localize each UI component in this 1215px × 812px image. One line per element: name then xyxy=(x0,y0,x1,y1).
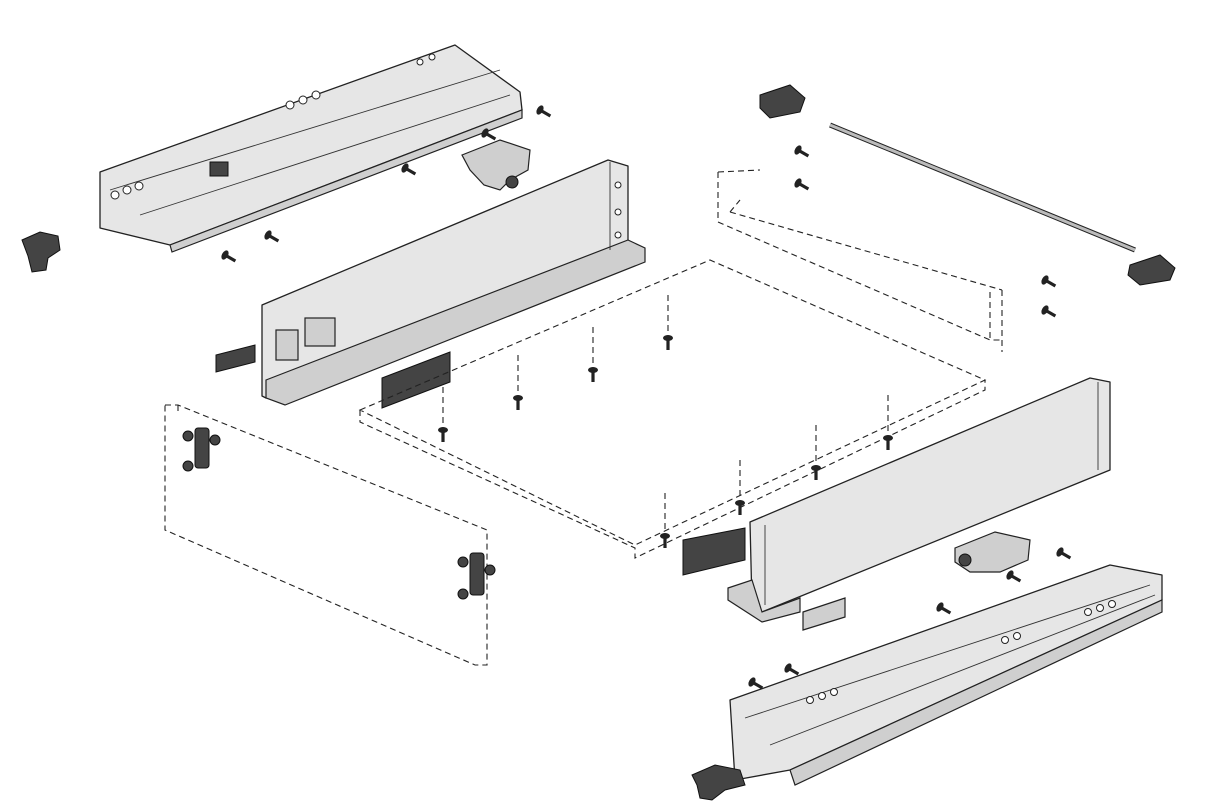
screw-icon xyxy=(401,163,417,176)
screw-icon xyxy=(811,465,821,480)
left-slide-rail xyxy=(99,44,523,253)
screw-icon xyxy=(1041,275,1057,288)
left-side-cover-cap xyxy=(215,344,256,373)
screw-icon xyxy=(748,677,764,690)
screw-icon xyxy=(1006,570,1022,583)
left-side-logo-plate xyxy=(381,351,451,409)
left-locking-device xyxy=(461,139,531,191)
right-side-logo-plate xyxy=(802,597,846,631)
right-slide-rail xyxy=(729,564,1163,786)
screw-icon xyxy=(536,105,552,118)
screw-icon xyxy=(784,663,800,676)
screw-icon xyxy=(481,128,497,141)
right-side-cover-cap xyxy=(682,527,746,576)
screw-icon xyxy=(588,367,598,382)
screw-icon xyxy=(794,145,810,158)
right-locking-device xyxy=(954,531,1031,573)
stabilizer-rod xyxy=(759,84,1176,286)
screw-icon xyxy=(513,395,523,410)
left-drawer-side xyxy=(261,159,646,406)
screw-icon xyxy=(660,533,670,548)
screw-icon xyxy=(264,230,280,243)
left-rail-end-clip xyxy=(21,231,61,273)
screw-icon xyxy=(794,178,810,191)
screw-icon xyxy=(883,435,893,450)
screw-icon xyxy=(1041,305,1057,318)
screws xyxy=(221,105,1072,690)
right-rail-end-clip xyxy=(691,764,746,801)
front-fixing-brackets xyxy=(182,427,496,600)
drawer-bottom-outline xyxy=(358,259,987,559)
screw-icon xyxy=(735,500,745,515)
screw-icon xyxy=(1056,547,1072,560)
screw-icon xyxy=(438,427,448,442)
drawer-front-outline xyxy=(164,404,488,666)
screw-icon xyxy=(936,602,952,615)
screw-icon xyxy=(221,250,237,263)
screw-icon xyxy=(663,335,673,350)
rear-panel-outline xyxy=(717,169,1003,352)
right-drawer-side xyxy=(727,377,1111,623)
